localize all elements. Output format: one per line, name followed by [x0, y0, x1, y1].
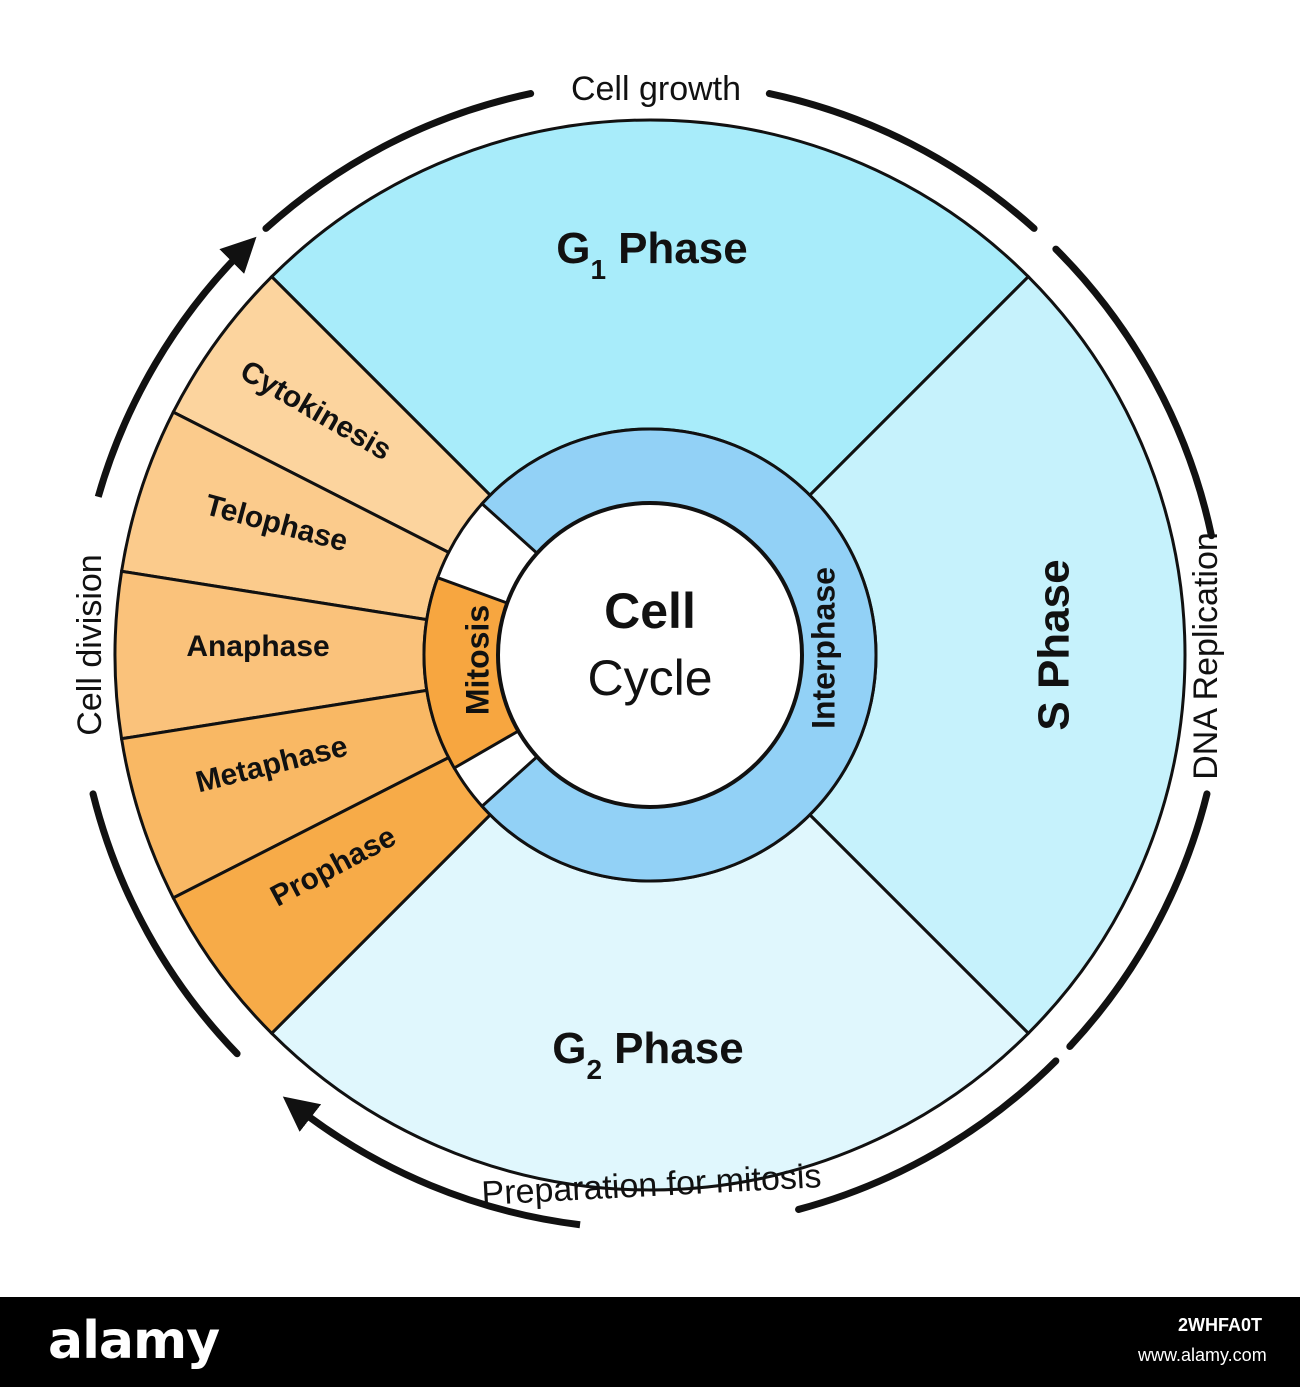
dna-replication-arc: [1052, 245, 1215, 1050]
center-circle: [496, 501, 804, 809]
mitosis-stage-sector: [171, 755, 493, 1036]
cell-growth-arc: [262, 90, 1038, 232]
center-title-cycle: Cycle: [587, 650, 712, 706]
mitosis-label: Mitosis: [459, 605, 495, 715]
g1-word: Phase: [618, 224, 748, 273]
preparation-arc: [795, 1057, 1060, 1213]
cell-division-label: Cell division: [71, 554, 109, 735]
stage-anaphase: Anaphase: [186, 630, 329, 663]
g1-phase-label: G1 Phase: [556, 224, 747, 285]
g1-subscript: 1: [591, 254, 607, 285]
interphase-label: Interphase: [805, 567, 841, 729]
g2-word: Phase: [614, 1024, 744, 1073]
g2-to-mitosis-arrow: [282, 1096, 581, 1229]
s-phase-label: S Phase: [1030, 559, 1079, 730]
g2-subscript: 2: [587, 1054, 603, 1085]
g2-letter: G: [552, 1024, 586, 1073]
cell-division-arc: [89, 790, 241, 1058]
dna-replication-label: DNA Replication: [1187, 532, 1225, 780]
g2-phase-label: G2 Phase: [552, 1024, 743, 1085]
center-title-cell: Cell: [604, 583, 696, 639]
mitosis-stage-sector: [171, 274, 493, 555]
watermark-footer: alamy 2WHFA0T www.alamy.com: [0, 1297, 1300, 1387]
g1-letter: G: [556, 224, 590, 273]
cell-growth-label: Cell growth: [571, 70, 741, 108]
image-id: 2WHFA0T: [1178, 1315, 1263, 1335]
division-to-growth-arrow: [94, 236, 257, 498]
alamy-logo: alamy: [48, 1311, 220, 1371]
mitosis-stage-sectors: [113, 274, 493, 1036]
alamy-url: www.alamy.com: [1138, 1345, 1267, 1365]
